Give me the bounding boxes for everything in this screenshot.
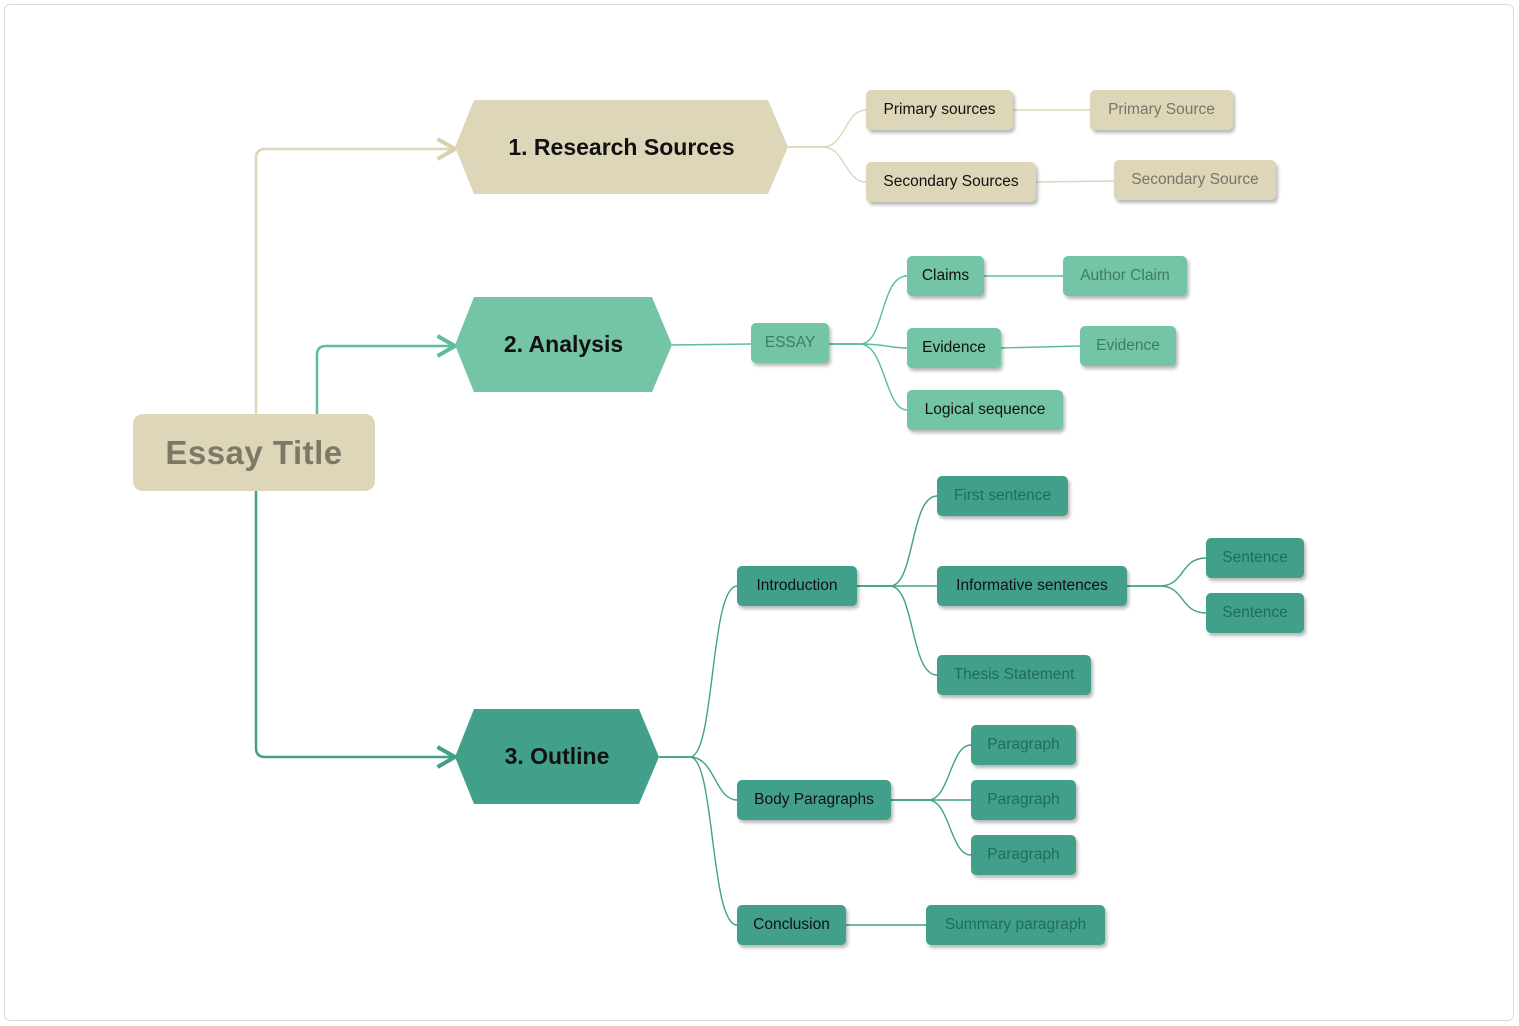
node-conclusion[interactable]: Conclusion bbox=[737, 905, 846, 945]
node-paragraph-3[interactable]: Paragraph bbox=[971, 835, 1076, 875]
node-evidence[interactable]: Evidence bbox=[907, 328, 1001, 368]
node-paragraph-2[interactable]: Paragraph bbox=[971, 780, 1076, 820]
node-evidence-leaf[interactable]: Evidence bbox=[1080, 326, 1176, 366]
node-sentence-1[interactable]: Sentence bbox=[1206, 538, 1304, 578]
connector-root-research bbox=[254, 137, 460, 414]
node-claims[interactable]: Claims bbox=[907, 256, 984, 296]
connector-root-analysis bbox=[315, 334, 460, 414]
branch-analysis[interactable]: 2. Analysis bbox=[503, 331, 624, 357]
hexagon-outline bbox=[455, 709, 659, 804]
branch-research-sources[interactable]: 1. Research Sources bbox=[508, 133, 735, 160]
node-author-claim[interactable]: Author Claim bbox=[1063, 256, 1187, 296]
node-secondary-sources[interactable]: Secondary Sources bbox=[866, 162, 1036, 202]
connector-root-outline bbox=[254, 491, 460, 769]
node-paragraph-1[interactable]: Paragraph bbox=[971, 725, 1076, 765]
node-summary-paragraph[interactable]: Summary paragraph bbox=[926, 905, 1105, 945]
node-primary-sources[interactable]: Primary sources bbox=[866, 90, 1013, 130]
node-introduction[interactable]: Introduction bbox=[737, 566, 857, 606]
node-first-sentence[interactable]: First sentence bbox=[937, 476, 1068, 516]
node-thesis-statement[interactable]: Thesis Statement bbox=[937, 655, 1091, 695]
node-primary-source-leaf[interactable]: Primary Source bbox=[1090, 90, 1233, 130]
hexagon-analysis bbox=[455, 297, 672, 392]
node-body-paragraphs[interactable]: Body Paragraphs bbox=[737, 780, 891, 820]
node-sentence-2[interactable]: Sentence bbox=[1206, 593, 1304, 633]
node-essay[interactable]: ESSAY bbox=[751, 323, 829, 363]
node-logical-sequence[interactable]: Logical sequence bbox=[907, 390, 1063, 430]
node-secondary-source-leaf[interactable]: Secondary Source bbox=[1114, 160, 1276, 200]
hexagon-research bbox=[455, 100, 788, 194]
branch-outline[interactable]: 3. Outline bbox=[504, 743, 610, 769]
node-informative-sentences[interactable]: Informative sentences bbox=[937, 566, 1127, 606]
root-node-essay-title[interactable]: Essay Title bbox=[133, 414, 375, 491]
